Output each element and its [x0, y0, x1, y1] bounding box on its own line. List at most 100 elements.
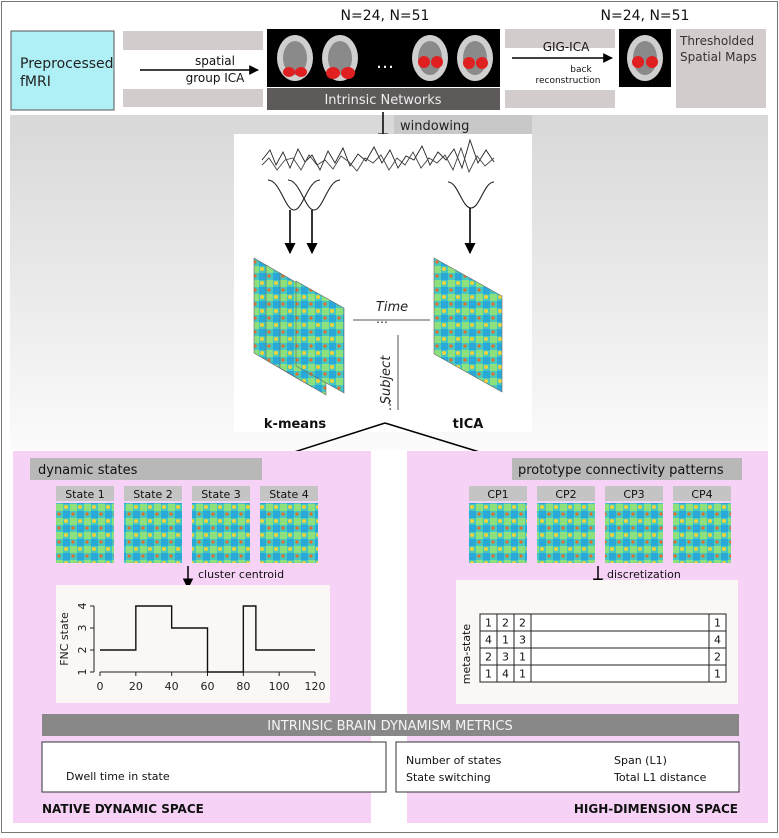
kmeans-label: k-means [264, 417, 326, 432]
back-label: back [570, 65, 592, 75]
state-label: State 2 [133, 488, 173, 501]
meta-state-label: meta-state [460, 624, 473, 685]
n-label-networks: N=24, N=51 [341, 8, 430, 24]
cp-matrix [605, 503, 663, 563]
y-tick-label: 4 [76, 603, 89, 610]
state-label: State 3 [201, 488, 241, 501]
cp-matrix [469, 503, 527, 563]
top-gray-bar [505, 29, 615, 48]
cluster-centroid-label: cluster centroid [198, 568, 284, 581]
state-tab [260, 486, 318, 501]
state-tab [124, 486, 182, 501]
top-gray-bar [123, 89, 263, 107]
cp-matrix [673, 503, 731, 563]
fmri-label-line1: Preprocessed [20, 56, 114, 72]
fmri-input-box [10, 30, 115, 111]
span-metric: Span (L1) [614, 754, 667, 767]
meta-cell: 1 [485, 668, 492, 681]
subject-dots: … [380, 399, 394, 411]
windowing-bar [394, 115, 532, 134]
y-tick-label: 2 [76, 647, 89, 654]
state-matrix [124, 503, 182, 563]
dynamic-states-label: dynamic states [38, 463, 138, 478]
metrics-banner-label: INTRINSIC BRAIN DYNAMISM METRICS [267, 719, 512, 734]
meta-cell: 2 [519, 617, 526, 630]
x-tick-label: 80 [236, 680, 250, 693]
metrics-banner [42, 714, 739, 736]
state-tab [192, 486, 250, 501]
x-tick-label: 20 [129, 680, 143, 693]
intrinsic-networks-bar [267, 88, 500, 110]
brain-images [277, 35, 493, 81]
discretization-label: discretization [607, 568, 681, 581]
reconstruction-label: reconstruction [535, 76, 600, 86]
gig-ica-label: GIG-ICA [543, 40, 590, 54]
state-matrix [192, 503, 250, 563]
cp-label: CP4 [691, 488, 712, 501]
meta-cell: 1 [714, 617, 721, 630]
thresholded-maps-panel [676, 29, 766, 108]
y-axis-label: FNC state [58, 612, 71, 666]
cp-tab [537, 486, 595, 501]
dynamic-states-header [30, 458, 262, 480]
tica-matrix [433, 257, 503, 393]
y-tick-label: 1 [76, 669, 89, 676]
cp-label: CP3 [623, 488, 644, 501]
meta-cell: 1 [519, 651, 526, 664]
x-tick-label: 40 [165, 680, 179, 693]
spatial-maps-label: Spatial Maps [680, 50, 757, 64]
top-row: Preprocessed fMRI spatial group ICA N=24… [10, 8, 766, 111]
meta-cell: 1 [714, 668, 721, 681]
spatial-label: spatial [195, 54, 235, 68]
fnc-state-line [100, 605, 315, 673]
cp-tab [605, 486, 663, 501]
state-label: State 4 [269, 488, 309, 501]
meta-cell: 1 [519, 668, 526, 681]
subject-label: Subject [379, 355, 394, 405]
total-l1-metric: Total L1 distance [613, 771, 707, 784]
cp-tab [469, 486, 527, 501]
meta-cell: 1 [485, 617, 492, 630]
ellipsis: … [376, 52, 394, 73]
meta-cell: 3 [519, 634, 526, 647]
meta-cell: 4 [714, 634, 721, 647]
group-ica-label: group ICA [186, 71, 246, 85]
time-dots: … [376, 312, 388, 326]
top-gray-bar [505, 90, 615, 108]
native-metrics-box [41, 741, 387, 793]
x-tick-label: 100 [269, 680, 290, 693]
cp-row: CP1 CP2 CP3 CP4 [469, 486, 731, 563]
fmri-label-line2: fMRI [20, 74, 51, 90]
map-blob [632, 56, 644, 68]
time-series [261, 138, 495, 211]
x-tick-label: 120 [305, 680, 326, 693]
meta-cell: 2 [502, 617, 509, 630]
meta-cell: 4 [502, 668, 509, 681]
thresholded-label: Thresholded [679, 34, 754, 48]
cp-tab [673, 486, 731, 501]
map-blob [646, 56, 658, 68]
cp-label: CP2 [555, 488, 576, 501]
meta-cell: 2 [714, 651, 721, 664]
top-gray-bar [123, 31, 263, 50]
windowing-label: windowing [400, 119, 469, 134]
state-label: State 1 [65, 488, 105, 501]
meta-cell: 1 [502, 634, 509, 647]
cp-matrix [537, 503, 595, 563]
prototype-label: prototype connectivity patterns [518, 463, 724, 478]
y-tick-label: 3 [76, 625, 89, 632]
meta-cell: 2 [485, 651, 492, 664]
meta-cell: 4 [485, 634, 492, 647]
fnc-chart-panel [56, 585, 330, 703]
cp-label: CP1 [487, 488, 508, 501]
meta-cell: 3 [502, 651, 509, 664]
intrinsic-networks-label: Intrinsic Networks [324, 93, 441, 108]
x-tick-label: 0 [97, 680, 104, 693]
number-of-states-metric: Number of states [406, 754, 502, 767]
x-tick-label: 60 [201, 680, 215, 693]
high-dim-metrics-box [395, 741, 740, 793]
